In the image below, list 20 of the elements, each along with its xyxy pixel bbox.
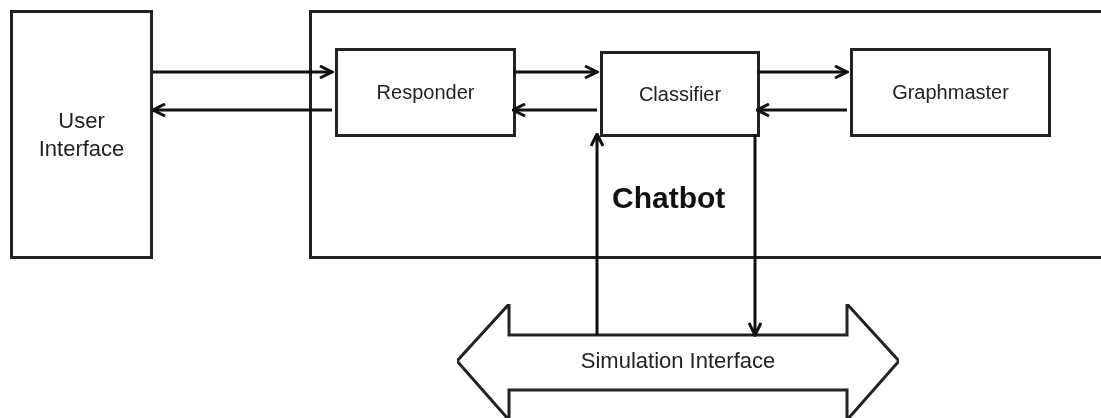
arrow <box>755 102 847 118</box>
double-arrow-shape <box>457 304 899 418</box>
arrow <box>511 102 597 118</box>
container-title: Chatbot <box>612 181 726 215</box>
box-label: Classifier <box>638 81 722 107</box>
process-box <box>335 48 516 137</box>
box-label: Graphmaster <box>892 80 1009 105</box>
process-box <box>600 51 760 137</box>
container-box <box>309 10 1101 259</box>
process-box <box>850 48 1051 137</box>
arrow <box>151 102 332 118</box>
arrow <box>589 132 605 335</box>
box-label: Responder <box>376 80 475 105</box>
arrow <box>757 64 849 80</box>
process-box <box>10 10 153 259</box>
arrow <box>747 134 763 337</box>
box-label: User Interface <box>37 107 126 162</box>
arrow <box>153 64 334 80</box>
arrow <box>513 64 599 80</box>
shape-label: Simulation Interface <box>580 347 776 375</box>
